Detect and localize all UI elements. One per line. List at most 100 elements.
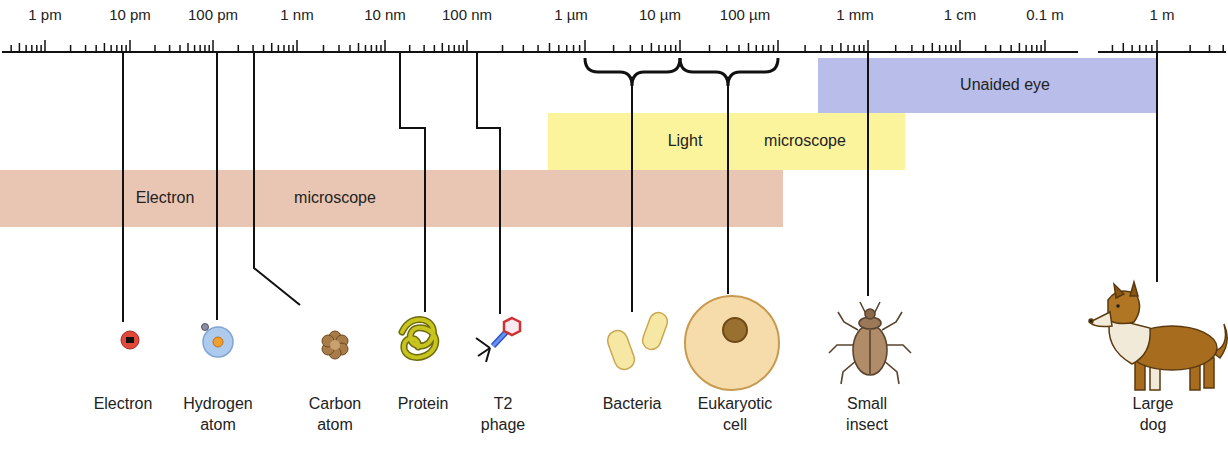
- scale-tick: [36, 45, 38, 52]
- scale-tick: [955, 45, 957, 52]
- scale-tick: [820, 45, 822, 52]
- scale-tick: [675, 45, 677, 52]
- scale-tick: [288, 45, 290, 52]
- band-label: microscope: [761, 132, 849, 150]
- band-text-holder: Electron: [133, 189, 198, 207]
- scale-tick: [768, 45, 770, 52]
- scale-tick: [641, 45, 643, 52]
- object-label: Electron: [94, 395, 153, 412]
- scale-tick: [1131, 45, 1133, 52]
- scale-tick: [651, 43, 653, 52]
- scale-tick: [409, 45, 411, 52]
- eukaryotic-cell-icon: [685, 296, 779, 390]
- scale-label: 1 cm: [944, 6, 977, 23]
- band-label: microscope: [291, 189, 379, 207]
- scale-tick: [323, 45, 325, 52]
- object-label-holder: Small insect: [832, 394, 902, 436]
- scale-label: 1 m: [1149, 6, 1174, 23]
- scale-axis: [2, 51, 1078, 53]
- scale-tick: [573, 45, 575, 52]
- scale-label: 100 µm: [720, 6, 770, 23]
- scale-tick: [278, 45, 280, 52]
- scale-tick: [121, 45, 123, 52]
- scale-tick: [911, 45, 913, 52]
- protein-icon: [402, 319, 436, 357]
- scale-tick: [777, 40, 779, 52]
- object-label: Hydrogen atom: [183, 395, 252, 433]
- scale-tick: [1025, 45, 1027, 52]
- band-text-holder: Unaided eye: [957, 76, 1053, 94]
- scale-label: 10 pm: [109, 6, 151, 23]
- object-label-holder: Eukaryotic cell: [690, 394, 780, 436]
- scale-tick: [773, 45, 775, 52]
- object-label-holder: Hydrogen atom: [178, 394, 258, 436]
- band-label: Unaided eye: [957, 76, 1053, 94]
- scale-axis: [1098, 51, 1226, 53]
- scale-tick: [756, 45, 758, 52]
- scale-tick: [212, 40, 214, 52]
- object-label-holder: Carbon atom: [305, 394, 365, 436]
- object-label: T2 phage: [481, 395, 526, 433]
- scale-tick: [1044, 40, 1046, 52]
- scale-tick: [194, 45, 196, 52]
- scale-tick: [985, 45, 987, 52]
- scale-tick: [566, 45, 568, 52]
- scale-tick: [679, 40, 681, 52]
- scale-tick: [95, 45, 97, 52]
- scale-tick: [116, 45, 118, 52]
- scale-tick: [1040, 45, 1042, 52]
- scale-label: 100 nm: [442, 6, 492, 23]
- object-label: Small insect: [846, 395, 888, 433]
- small-insect-icon: [829, 302, 911, 384]
- electron-icon: [121, 331, 139, 349]
- scale-tick: [579, 45, 581, 52]
- scale-tick: [895, 45, 897, 52]
- bacteria-icon: [605, 310, 670, 372]
- range-band: Electron microscope: [0, 170, 783, 227]
- scale-tick: [40, 45, 42, 52]
- band-label: Light: [665, 132, 706, 150]
- scale-tick: [670, 45, 672, 52]
- scale-tick: [31, 45, 33, 52]
- scale-tick: [665, 45, 667, 52]
- scale-label: 10 µm: [639, 6, 681, 23]
- scale-tick: [448, 45, 450, 52]
- scale-label: 1 pm: [28, 6, 61, 23]
- scale-tick: [1139, 45, 1141, 52]
- scale-tick: [252, 45, 254, 52]
- scale-tick: [70, 45, 72, 52]
- scale-tick: [1189, 45, 1191, 52]
- scale-tick: [365, 45, 367, 52]
- scale-tick: [1209, 45, 1211, 52]
- scale-tick: [283, 45, 285, 52]
- scale-tick: [296, 40, 298, 52]
- scale-tick: [502, 45, 504, 52]
- scale-tick: [859, 45, 861, 52]
- scale-tick: [458, 45, 460, 52]
- scale-tick: [238, 45, 240, 52]
- scale-tick: [187, 43, 189, 52]
- scale-tick: [1000, 45, 1002, 52]
- scale-tick: [1151, 45, 1153, 52]
- object-label-holder: Large dog: [1124, 394, 1182, 436]
- object-label-holder: Bacteria: [587, 394, 677, 415]
- scale-tick: [630, 45, 632, 52]
- scale-tick: [358, 43, 360, 52]
- scale-tick: [454, 45, 456, 52]
- scale-tick: [104, 43, 106, 52]
- scale-tick: [709, 45, 711, 52]
- object-label-holder: Electron: [83, 394, 163, 415]
- scale-tick: [939, 45, 941, 52]
- scale-tick: [840, 43, 842, 52]
- scale-tick: [154, 45, 156, 52]
- object-label: Bacteria: [603, 395, 662, 412]
- scale-tick: [549, 43, 551, 52]
- scale-tick: [376, 45, 378, 52]
- scale-tick: [292, 45, 294, 52]
- scale-label: 10 nm: [364, 6, 406, 23]
- scale-tick: [44, 40, 46, 52]
- scale-tick: [863, 45, 865, 52]
- scale-tick: [558, 45, 560, 52]
- scale-tick: [271, 43, 273, 52]
- scale-tick: [726, 45, 728, 52]
